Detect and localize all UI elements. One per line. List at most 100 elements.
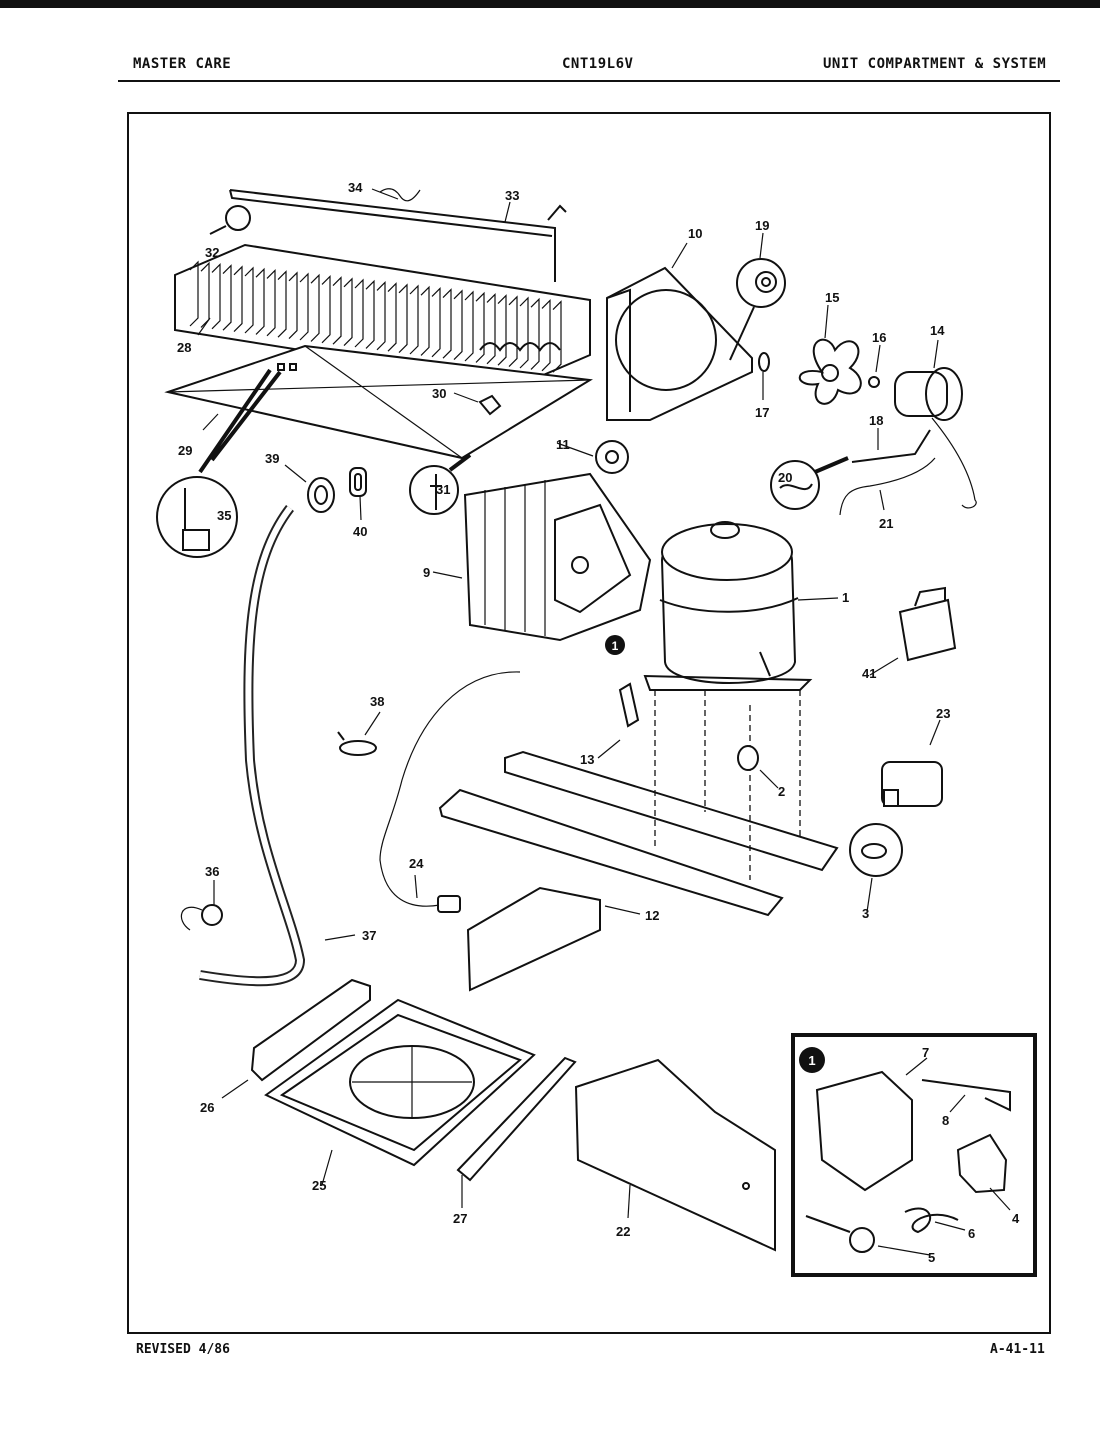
part-22-access-panel — [574, 1058, 776, 1252]
part-34-wire — [379, 188, 421, 202]
evaporator-fin — [409, 284, 419, 355]
evaporator-fin — [189, 260, 199, 327]
callout-32: 32 — [205, 245, 219, 260]
part-24-power-cord — [379, 671, 521, 913]
callout-9: 9 — [423, 565, 430, 580]
header-brand: MASTER CARE — [133, 56, 232, 72]
callout-28: 28 — [177, 340, 191, 355]
callout-2: 2 — [778, 784, 785, 799]
callout-18: 18 — [869, 413, 883, 428]
evaporator-fin — [255, 267, 265, 335]
callout-labels: 34 33 32 10 19 28 15 16 14 30 17 29 11 1… — [177, 180, 1020, 1265]
evaporator-fin — [552, 300, 562, 373]
evaporator-fin — [365, 279, 375, 349]
callout-6: 6 — [968, 1226, 975, 1241]
callout-34: 34 — [348, 180, 363, 195]
footer-page-code: A-41-11 — [990, 1342, 1045, 1357]
part-11-grommet — [595, 440, 629, 474]
part-25-drain-pan — [264, 998, 536, 1167]
callout-36: 36 — [205, 864, 219, 879]
callout-37: 37 — [362, 928, 376, 943]
callout-39: 39 — [265, 451, 279, 466]
evaporator-fin — [222, 264, 232, 331]
part-23-relay — [881, 761, 943, 807]
evaporator-fin — [420, 285, 430, 356]
part-21-wire — [839, 457, 936, 516]
callout-12: 12 — [645, 908, 659, 923]
evaporator-fin — [200, 261, 210, 328]
part-40-grommet — [349, 467, 367, 497]
callout-21: 21 — [879, 516, 893, 531]
callout-22: 22 — [616, 1224, 630, 1239]
part-8-clip — [921, 1079, 1011, 1112]
callout-29: 29 — [178, 443, 192, 458]
part-17-ring — [758, 352, 770, 372]
part-14-fan-motor — [894, 367, 977, 509]
part-19-grommet-detail — [729, 258, 786, 361]
evaporator-fin — [277, 270, 287, 338]
evaporator-fin — [321, 274, 331, 344]
callout-35: 35 — [217, 508, 231, 523]
callout-7: 7 — [922, 1045, 929, 1060]
footer-revision: REVISED 4/86 — [136, 1342, 230, 1357]
part-10-fan-shroud — [606, 266, 753, 421]
part-29-evaporator-cover — [164, 344, 593, 460]
evaporator-fin — [464, 290, 474, 362]
evaporator-fin — [244, 266, 254, 334]
evaporator-fin — [310, 273, 320, 342]
evaporator-fin — [288, 271, 298, 340]
part-27-pan-rail — [456, 1056, 577, 1182]
evaporator-fin — [541, 298, 551, 372]
evaporator-fin — [299, 272, 309, 341]
callout-17: 17 — [755, 405, 769, 420]
callout-8: 8 — [942, 1113, 949, 1128]
part-9-condenser — [463, 472, 652, 642]
callout-27: 27 — [453, 1211, 467, 1226]
part-37-drain-tube — [199, 504, 306, 987]
evaporator-fin — [387, 282, 397, 352]
part-32-clip — [209, 205, 251, 235]
part-35-detail — [156, 368, 282, 558]
callout-16: 16 — [872, 330, 886, 345]
callout-3: 3 — [862, 906, 869, 921]
part-4-relay — [956, 1133, 1008, 1194]
part-33-heater-rod — [229, 189, 567, 282]
evaporator-fin — [266, 268, 276, 337]
part-39-grommet — [307, 477, 335, 513]
part-41-capacitor — [898, 586, 957, 662]
callout-10: 10 — [688, 226, 702, 241]
callout-11: 11 — [556, 437, 570, 452]
callout-24: 24 — [409, 856, 424, 871]
callout-38: 38 — [370, 694, 384, 709]
part-38-clamp — [337, 731, 377, 756]
part-13-drier — [618, 682, 640, 728]
evaporator-fin — [233, 265, 243, 333]
callout-13: 13 — [580, 752, 594, 767]
callout-33: 33 — [505, 188, 519, 203]
part-30-bracket — [478, 394, 502, 416]
leader-lines — [197, 188, 1011, 1256]
part-16-washer — [868, 376, 880, 388]
part-2-grommet — [737, 745, 759, 771]
evaporator-fin — [398, 283, 408, 354]
evaporator-fin — [431, 286, 441, 358]
callout-25: 25 — [312, 1178, 326, 1193]
part-18-wire-harness — [851, 429, 931, 463]
callout-4: 4 — [1012, 1211, 1020, 1226]
evaporator-fin — [530, 297, 540, 370]
evaporator-fin — [442, 288, 452, 359]
callout-26: 26 — [200, 1100, 214, 1115]
evaporator-fin — [354, 278, 364, 348]
callout-40: 40 — [353, 524, 367, 539]
part-26-pan-bracket — [250, 978, 371, 1082]
evaporator-fin — [519, 296, 529, 369]
top-rule — [0, 0, 1100, 8]
evaporator-fin — [453, 289, 463, 361]
callout-1: 1 — [842, 590, 849, 605]
header-model: CNT19L6V — [562, 56, 634, 72]
callout-14: 14 — [930, 323, 945, 338]
evaporator-fin — [497, 294, 507, 366]
callout-20: 20 — [778, 470, 792, 485]
evaporator-fin — [211, 262, 221, 330]
